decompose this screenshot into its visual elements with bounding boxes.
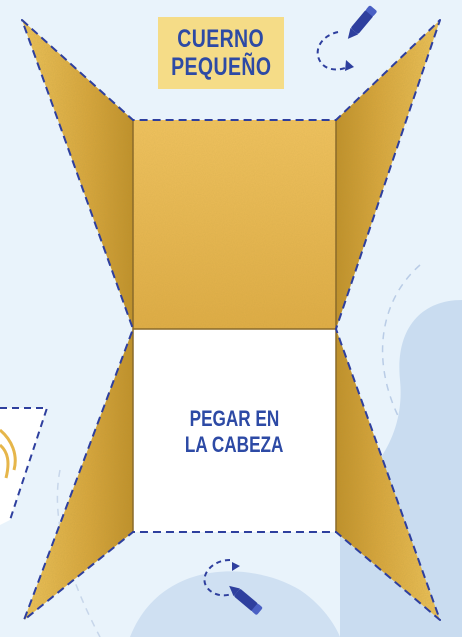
piece-title: CUERNO PEQUEÑO [158,17,284,89]
background-blob-bottom [130,571,340,637]
fold-marker-icon-top [316,5,377,71]
glue-instruction: PEGAR EN LA CABEZA [133,332,336,532]
cut-line [21,19,441,621]
glue-line-1: PEGAR EN [189,406,280,431]
neighbor-piece [0,408,47,525]
background-dashed-curve [381,264,421,421]
glue-line-2: LA CABEZA [185,432,284,457]
glue-panel [133,329,336,532]
title-line-2: PEQUEÑO [170,53,272,81]
fold-marker-icon-bottom [203,559,263,615]
title-line-1: CUERNO [177,25,265,53]
